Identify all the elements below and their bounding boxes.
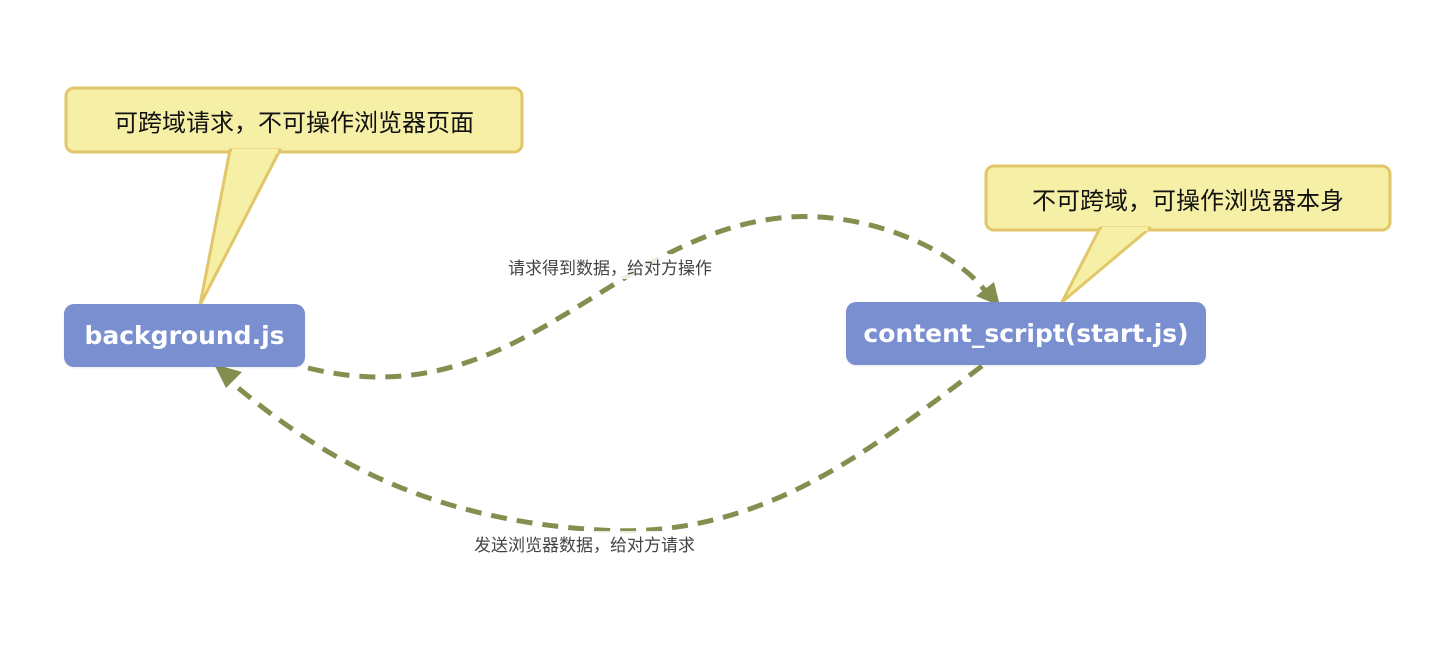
callout-background-note: 可跨域请求，不可操作浏览器页面 (114, 108, 474, 137)
edge-content-to-background-arrowhead (214, 364, 242, 388)
callout-content-script-note: 不可跨域，可操作浏览器本身 (1032, 186, 1344, 215)
node-background-js[interactable]: background.js (64, 304, 305, 367)
callout-content-script-note-shape (984, 164, 1392, 304)
callout-background-note-shape (64, 86, 524, 307)
edge-content-to-background (220, 364, 984, 534)
edge-label-content-to-background: 发送浏览器数据，给对方请求 (472, 531, 697, 556)
edge-label-background-to-content: 请求得到数据，给对方操作 (506, 254, 714, 279)
edge-background-to-content (307, 214, 995, 380)
edge-background-to-content-arrowhead (976, 282, 1000, 306)
node-content-script[interactable]: content_script(start.js) (846, 302, 1206, 365)
